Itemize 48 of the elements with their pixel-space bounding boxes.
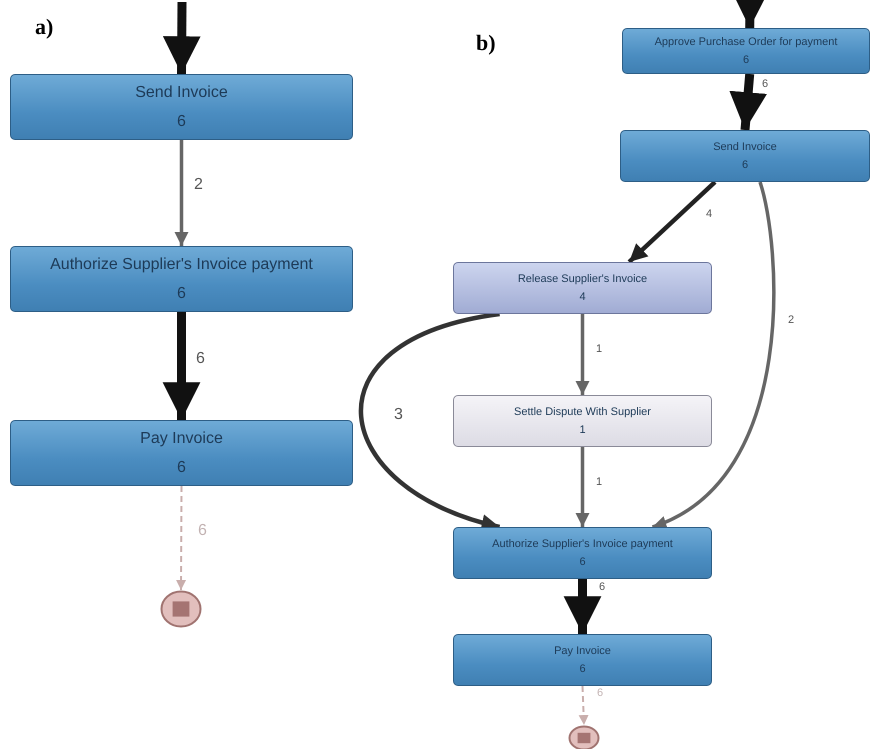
count-label: 6 — [579, 662, 586, 677]
flow-arrow — [162, 312, 200, 420]
activity-box — [620, 130, 870, 182]
count-label: 6 — [177, 458, 186, 478]
activity-box — [453, 527, 712, 579]
panel-label: a) — [35, 14, 54, 40]
flow-arrow — [628, 180, 717, 264]
activity-box — [622, 28, 870, 74]
flow-arrow — [578, 686, 589, 726]
activity-name: Authorize Supplier's Invoice payment — [492, 537, 673, 552]
count-label: 6 — [742, 158, 748, 173]
activity-name: Pay Invoice — [554, 644, 611, 659]
edge-label: 1 — [594, 343, 604, 355]
activity-name: Send Invoice — [713, 140, 777, 155]
activity-name: Release Supplier's Invoice — [518, 272, 648, 287]
edge-label: 4 — [704, 208, 714, 220]
panel-label: b) — [476, 30, 496, 56]
flow-arrow — [162, 2, 201, 74]
activity-box — [10, 74, 353, 140]
activity-name: Authorize Supplier's Invoice payment — [50, 255, 313, 275]
flow-arrow — [652, 182, 776, 529]
count-label: 6 — [742, 53, 750, 68]
activity-name: Approve Purchase Order for payment — [654, 35, 838, 50]
activity-box — [453, 634, 712, 686]
flow-arrow — [174, 140, 188, 246]
activity-box — [10, 246, 353, 312]
flow-arrow — [576, 447, 590, 527]
flow-arrow — [564, 579, 602, 634]
flow-arrow — [729, 74, 767, 130]
activity-name: Settle Dispute With Supplier — [514, 405, 651, 420]
count-label: 4 — [579, 290, 586, 305]
edge-label: 6 — [760, 78, 770, 90]
edge-label: 6 — [597, 581, 608, 593]
edge-label: 6 — [595, 687, 606, 699]
edge-label: 1 — [594, 476, 604, 488]
activity-name: Pay Invoice — [140, 429, 223, 449]
activity-name: Send Invoice — [135, 83, 228, 103]
count-label: 6 — [177, 112, 186, 132]
count-label: 6 — [177, 284, 186, 304]
activity-box — [10, 420, 353, 486]
end-event-circle — [160, 590, 202, 628]
count-label: 6 — [579, 555, 586, 570]
activity-box — [453, 262, 712, 314]
flow-arrow — [576, 314, 590, 395]
edge-label: 2 — [786, 314, 796, 326]
activity-box — [453, 395, 712, 447]
count-label: 1 — [579, 423, 586, 438]
flow-arrow — [176, 486, 186, 590]
